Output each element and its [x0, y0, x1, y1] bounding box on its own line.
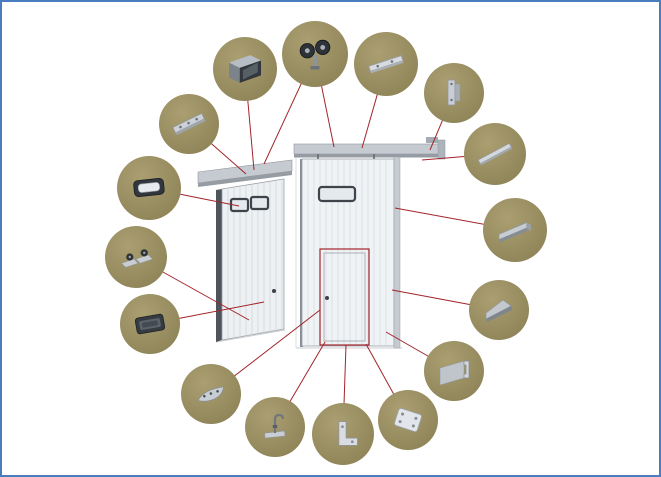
left-door-vision-panel — [229, 197, 250, 213]
callout-corner-bracket — [312, 403, 374, 465]
right-door-vision-panel — [317, 185, 357, 203]
hinge-plate-icon — [447, 79, 461, 106]
callout-roller-trolley — [282, 21, 348, 87]
wicket-door-outline — [319, 248, 370, 346]
right-header-track — [293, 137, 446, 160]
callout-angle-track — [159, 94, 219, 154]
callout-flat-rail — [354, 32, 418, 96]
callout-flat-plate — [378, 390, 438, 450]
right-door-side-frame — [393, 156, 401, 349]
wicket-door-handle — [325, 296, 329, 300]
door-assembly — [197, 137, 446, 349]
callout-c-channel — [424, 341, 484, 401]
callout-guide-blade — [469, 280, 529, 340]
callout-flush-frame — [117, 156, 181, 220]
right-door-leaf — [300, 156, 401, 349]
left-door-handle — [272, 289, 276, 293]
callout-anchor-bracket — [245, 397, 305, 457]
callout-edge-rail — [464, 123, 526, 185]
callouts-layer — [105, 21, 547, 465]
left-header-track — [197, 159, 293, 187]
left-door-leaf — [216, 178, 285, 342]
floor-line-left — [215, 329, 286, 343]
callout-track-profile — [483, 198, 547, 262]
callout-circle-roller-trolley — [282, 21, 348, 87]
callout-curved-plate — [181, 364, 241, 424]
left-door-vision-panel — [249, 195, 270, 211]
callout-tray-pan — [120, 294, 180, 354]
callout-top-channel — [213, 37, 277, 101]
flush-frame-icon — [132, 177, 166, 198]
callout-hinge-plate — [424, 63, 484, 123]
wicket-door — [319, 248, 370, 346]
callout-circle-floor-guide — [105, 226, 167, 288]
callout-floor-guide — [105, 226, 167, 288]
